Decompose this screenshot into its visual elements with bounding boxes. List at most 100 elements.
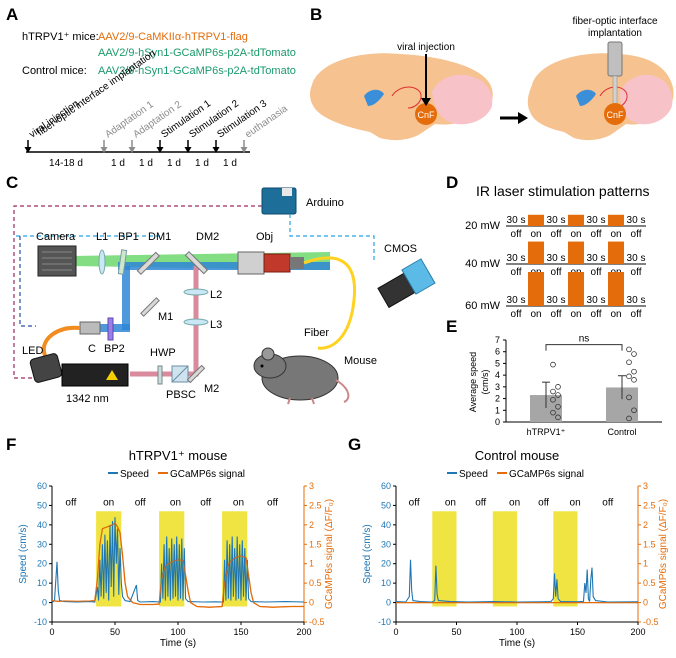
y-tick-label: 60	[37, 481, 47, 491]
state-label: off	[409, 497, 420, 508]
y-tick-label: -10	[378, 617, 391, 627]
e-data-point	[631, 407, 637, 414]
pattern-state-label: off	[591, 267, 602, 278]
ventricle-1	[364, 89, 384, 106]
e-data-point	[555, 384, 561, 390]
injection-arrowhead	[421, 98, 431, 106]
brain-implant: CnF fiber-optic interface implantation	[527, 16, 674, 141]
timeline-arrowhead-6	[212, 147, 220, 153]
pattern-duration-label: 30 s	[507, 215, 526, 226]
e-data-point	[626, 359, 632, 366]
pattern-state-label: on	[610, 309, 621, 320]
state-label: off	[538, 497, 549, 508]
trace-title: Control mouse	[475, 448, 560, 463]
mouse-label: Mouse	[344, 355, 377, 367]
objective-tip	[290, 257, 304, 269]
fiber-probe	[612, 75, 618, 107]
y-tick-label: 20	[381, 559, 391, 569]
panel-f-letter: F	[6, 435, 16, 454]
state-label: on	[570, 497, 581, 508]
y-tick-label: 30	[381, 539, 391, 549]
panel-d-letter: D	[446, 173, 458, 192]
hwp-label: HWP	[150, 347, 176, 359]
fiber-label: Fiber	[304, 327, 329, 339]
y-axis-label: Speed (cm/s)	[18, 524, 29, 583]
bp2-label: BP2	[104, 343, 125, 355]
pattern-state-label: off	[551, 309, 562, 320]
halfwave-plate	[157, 365, 163, 385]
e-data-point	[550, 361, 556, 368]
speed-series	[51, 517, 305, 604]
e-data-point	[631, 377, 637, 383]
e-data-point	[555, 403, 561, 410]
e-y-tick-label: 0	[495, 417, 500, 427]
y-tick-label: 10	[381, 578, 391, 588]
y-tick-label: -10	[34, 617, 47, 627]
cnf-label-2: CnF	[606, 110, 624, 120]
laser-on-pulse	[608, 214, 624, 226]
laser-on-pulse	[568, 214, 584, 226]
y2-tick-label: 0.5	[643, 578, 656, 588]
led-beam-vertical	[122, 266, 130, 330]
x-tick-label: 0	[49, 627, 54, 637]
fiber-label-line2: implantation	[588, 28, 642, 39]
control-virus-line1: AAV2/9-hSyn1-GCaMP6s-p2A-tdTomato	[98, 65, 296, 77]
panel-c-letter: C	[6, 173, 18, 192]
stim-window	[432, 511, 457, 607]
x-axis-label: Time (s)	[160, 638, 196, 649]
e-significance-label: ns	[579, 334, 590, 345]
state-label: off	[475, 497, 486, 508]
y2-tick-label: 1.5	[309, 539, 322, 549]
y2-tick-label: -0.5	[309, 617, 325, 627]
optical-fiber	[303, 256, 357, 350]
laser-on-pulse	[528, 214, 544, 226]
x-tick-label: 0	[393, 627, 398, 637]
e-y-tick-label: 2	[495, 394, 500, 404]
x-tick-label: 150	[233, 627, 248, 637]
state-label: on	[445, 497, 456, 508]
y2-tick-label: 0	[309, 598, 314, 608]
y-tick-label: 20	[37, 559, 47, 569]
e-y-tick-label: 1	[495, 405, 500, 415]
pattern-state-label: off	[631, 229, 642, 240]
e-y-label-unit: (cm/s)	[480, 370, 490, 395]
x-tick-label: 50	[110, 627, 120, 637]
y-tick-label: 50	[37, 500, 47, 510]
e-y-tick-label: 7	[495, 335, 500, 345]
legend-gcamp-label: GCaMP6s signal	[509, 469, 584, 480]
pattern-state-label: off	[591, 309, 602, 320]
pattern-state-label: off	[591, 229, 602, 240]
objective-ring	[263, 253, 291, 273]
cnf-label-1: CnF	[417, 110, 435, 120]
pattern-state-label: off	[631, 309, 642, 320]
y2-tick-label: 2.5	[309, 500, 322, 510]
x-tick-label: 100	[509, 627, 524, 637]
pattern-duration-label: 30 s	[547, 215, 566, 226]
x-tick-label: 150	[570, 627, 585, 637]
gcamp-series-overlay	[51, 522, 304, 608]
laser-on-pulse	[608, 241, 624, 264]
e-y-tick-label: 6	[495, 347, 500, 357]
l2-label: L2	[210, 289, 222, 301]
y-tick-label: 30	[37, 539, 47, 549]
brain-injection: CnF viral injection	[310, 42, 493, 141]
stim-window	[492, 511, 517, 607]
arduino-connector	[282, 188, 292, 196]
cerebellum-1	[432, 74, 493, 125]
state-label: on	[233, 497, 244, 508]
panel-c: C Arduino Camera L1 BP1 DM1 DM2	[6, 173, 436, 405]
htrpv1-virus-line1: AAV2/9-CaMKIIα-hTRPV1-flag	[98, 31, 248, 43]
e-y-label: Average speed	[468, 352, 478, 412]
lens-l2	[183, 288, 209, 296]
pattern-duration-label: 30 s	[627, 215, 646, 226]
mirror-m2	[186, 364, 206, 384]
y2-axis-label: GCaMP6s signal (ΔF/F₀)	[658, 499, 669, 609]
led-label: LED	[22, 345, 43, 357]
m2-label: M2	[204, 383, 219, 395]
panel-a: A hTRPV1⁺ mice: AAV2/9-CaMKIIα-hTRPV1-fl…	[6, 5, 296, 169]
e-data-point	[550, 396, 556, 403]
objective-body	[237, 251, 265, 275]
led-beam-horizontal	[100, 324, 130, 332]
